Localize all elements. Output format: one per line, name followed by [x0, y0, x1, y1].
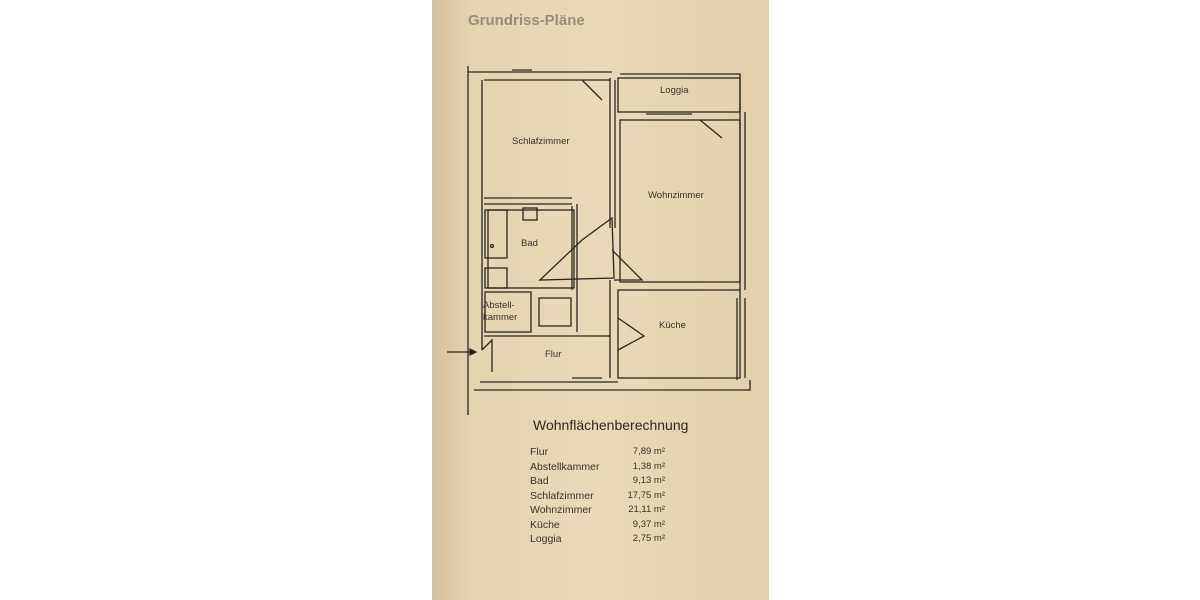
bad-outline [487, 209, 575, 289]
shower [538, 297, 572, 327]
abstellkammer-outline [484, 291, 532, 333]
table-row: Wohnzimmer 21,11 m² [530, 504, 665, 519]
door-swing [538, 216, 615, 281]
room-label-flur: Flur [545, 349, 562, 360]
area-name: Wohnzimmer [530, 504, 592, 516]
area-value: 7,89 m² [632, 446, 665, 457]
area-name: Loggia [530, 533, 562, 545]
book-page: Grundriss-Pläne [432, 0, 769, 600]
area-value: 17,75 m² [627, 489, 666, 501]
area-value: 1,38 m² [632, 460, 665, 472]
room-label-abstell-2: kammer [483, 312, 518, 323]
room-label-wohnzimmer: Wohnzimmer [648, 190, 704, 201]
area-name: Flur [530, 446, 549, 458]
table-row: Flur 7,89 m² [530, 446, 665, 461]
room-label-kueche: Küche [659, 320, 686, 331]
room-label-loggia: Loggia [660, 85, 689, 96]
table-row: Abstellkammer 1,38 m² [530, 461, 665, 476]
room-label-schlafzimmer: Schlafzimmer [512, 136, 570, 147]
loggia-outline [617, 77, 741, 113]
calculation-title: Wohnflächenberechnung [533, 417, 689, 433]
area-name: Schlafzimmer [530, 489, 594, 502]
table-row: Bad 9,13 m² [530, 475, 665, 490]
area-value: 2,75 m² [632, 533, 665, 544]
area-name: Küche [530, 518, 560, 531]
room-label-abstell-1: Abstell- [483, 300, 515, 311]
area-value: 9,37 m² [632, 518, 665, 530]
area-value: 9,13 m² [632, 475, 665, 486]
toilet [484, 267, 508, 289]
table-row: Küche 9,37 m² [530, 519, 665, 534]
table-row: Loggia 2,75 m² [530, 533, 665, 548]
wohnzimmer-outline [619, 119, 741, 283]
area-table: Flur 7,89 m² Abstellkammer 1,38 m² Bad 9… [530, 446, 665, 548]
page-heading: Grundriss-Pläne [468, 12, 585, 29]
area-value: 21,11 m² [628, 504, 665, 515]
bathtub [484, 209, 508, 259]
table-row: Schlafzimmer 17,75 m² [530, 490, 665, 505]
area-name: Bad [530, 475, 549, 487]
floor-plan [447, 66, 751, 415]
kueche-outline [617, 289, 741, 379]
area-name: Abstellkammer [530, 460, 600, 473]
sink [522, 207, 538, 221]
room-label-bad: Bad [521, 238, 538, 249]
